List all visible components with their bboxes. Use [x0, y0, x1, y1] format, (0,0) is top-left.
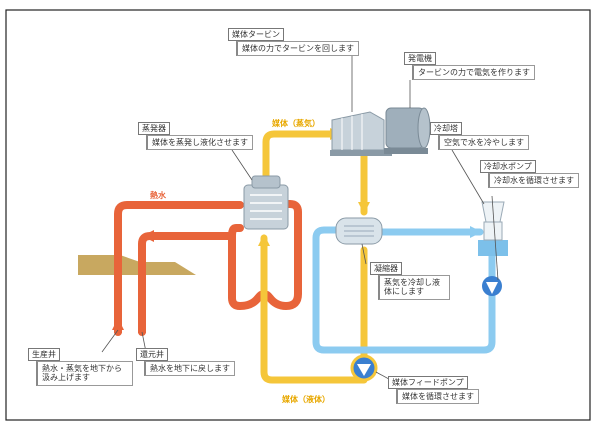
- generator-title: 発電機: [404, 52, 436, 66]
- cooling-tower-title: 冷却塔: [430, 122, 462, 136]
- frame-border: [5, 9, 591, 421]
- turbine-unit: [330, 111, 392, 156]
- generator-callout: 発電機 タービンの力で電気を作ります: [404, 52, 535, 81]
- liquid-label: 媒体（液体）: [282, 395, 330, 404]
- cooling-pump-title: 冷却水ポンプ: [480, 160, 536, 174]
- evaporator-callout: 蒸発器 媒体を蒸発し液化させます: [138, 122, 253, 151]
- arrow-right-cooling: [470, 226, 482, 238]
- cooling-return-pipe: [312, 226, 496, 354]
- liquid-return-pipe: [260, 234, 368, 384]
- cooling-pump-callout: 冷却水ポンプ 冷却水を循環させます: [480, 160, 579, 189]
- arrow-left-hot: [142, 230, 154, 242]
- turbine-callout: 媒体タービン 媒体の力でタービンを回します: [228, 28, 359, 57]
- hot-water-supply-pipe: [114, 201, 244, 336]
- evaporator-title: 蒸発器: [138, 122, 170, 136]
- vapor-label: 媒体（蒸気）: [272, 119, 320, 128]
- reinjection-well-desc: 熱水を地下に戻します: [144, 361, 235, 377]
- condenser-unit: [335, 217, 383, 245]
- production-well-desc: 熱水・蒸気を地下から汲み上げます: [36, 361, 133, 386]
- turbine-title: 媒体タービン: [228, 28, 284, 42]
- feed-pump-unit: [350, 354, 378, 382]
- cooling-tower-desc: 空気で水を冷やします: [438, 135, 529, 151]
- production-well-pipe: [114, 255, 122, 333]
- turbine-desc: 媒体の力でタービンを回します: [236, 41, 359, 57]
- reinjection-well-title: 還元井: [136, 348, 168, 362]
- vapor-pipe-to-turbine: [262, 130, 334, 192]
- production-well-callout: 生産井 熱水・蒸気を地下から汲み上げます: [28, 348, 133, 386]
- ground-layer: [78, 255, 196, 275]
- hot-water-label: 熱水: [150, 191, 166, 200]
- feed-pump-callout: 媒体フィードポンプ 媒体を循環させます: [388, 376, 479, 405]
- condenser-desc: 蒸気を冷却し液体にします: [378, 275, 450, 300]
- arrow-up-liquid: [258, 234, 270, 246]
- hot-water-return-pipe: [138, 232, 236, 336]
- generator-desc: タービンの力で電気を作ります: [412, 65, 535, 81]
- arrow-down-fluid: [358, 202, 370, 214]
- feed-pump-title: 媒体フィードポンプ: [388, 376, 468, 390]
- leader-lines: [101, 48, 499, 385]
- evaporator-unit: [243, 175, 289, 230]
- cooling-pump-unit: [482, 276, 502, 296]
- cooling-tower-callout: 冷却塔 空気で水を冷やします: [430, 122, 529, 151]
- reinjection-well-callout: 還元井 熱水を地下に戻します: [136, 348, 235, 377]
- production-well-title: 生産井: [28, 348, 60, 362]
- working-fluid-loop: [260, 130, 368, 384]
- condenser-title: 凝縮器: [370, 262, 402, 276]
- evaporator-desc: 媒体を蒸発し液化させます: [146, 135, 253, 151]
- condenser-callout: 凝縮器 蒸気を冷却し液体にします: [370, 262, 450, 300]
- cooling-water-loop: [312, 226, 496, 354]
- cooling-pump-desc: 冷却水を循環させます: [488, 173, 579, 189]
- feed-pump-desc: 媒体を循環させます: [396, 389, 479, 405]
- reinjection-well-pipe: [138, 255, 146, 333]
- generator-unit: [384, 107, 431, 154]
